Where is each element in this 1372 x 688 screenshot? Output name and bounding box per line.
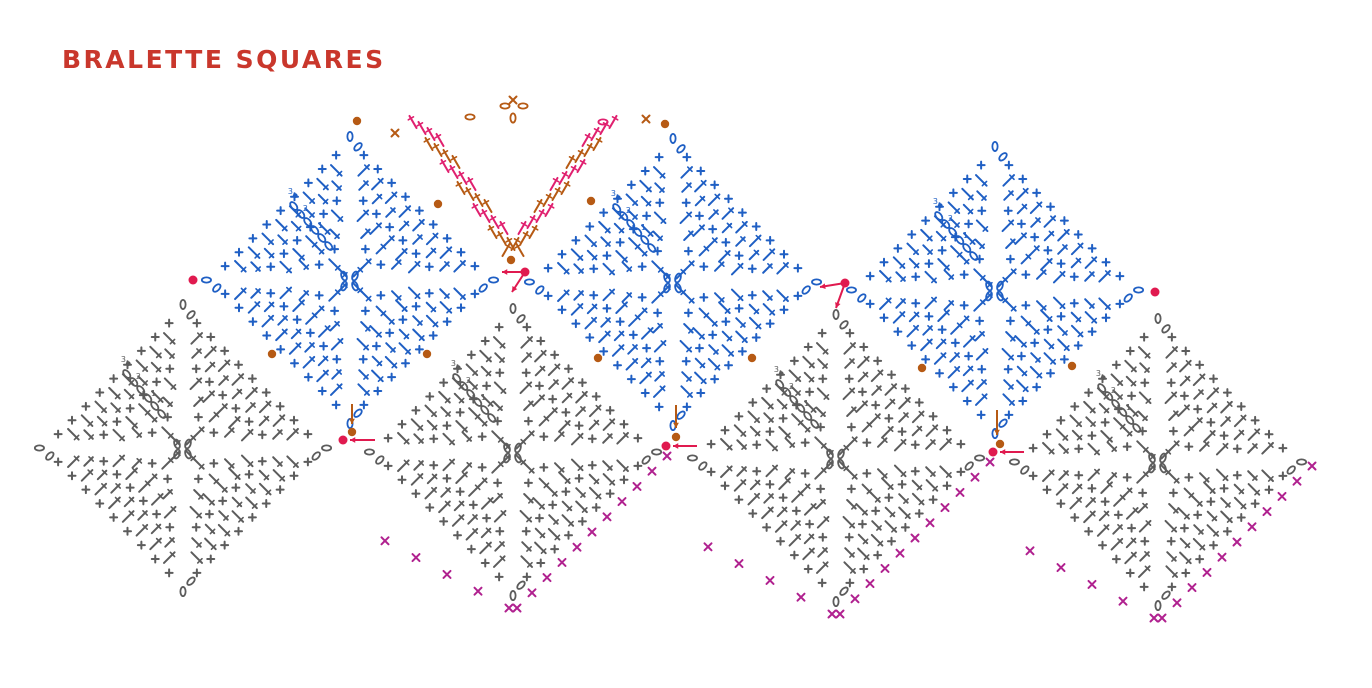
round-label: 3: [774, 365, 779, 374]
square-lower-2: 3 2 1: [686, 308, 986, 608]
round-label: 2: [136, 372, 141, 381]
round-label: 1: [1126, 403, 1131, 412]
round-label: 1: [318, 221, 323, 230]
page-title: BRALETTE SQUARES: [62, 45, 386, 74]
round-label: 3: [611, 189, 616, 198]
marker-arrows: [188, 267, 1160, 457]
round-label: 1: [963, 231, 968, 240]
join-dots: [267, 116, 1077, 449]
square-lower-0: 3 2 1: [33, 298, 333, 598]
round-label: 2: [466, 376, 471, 385]
round-label: 3: [933, 197, 938, 206]
round-label: 2: [789, 382, 794, 391]
edging-lower-3: [1025, 461, 1317, 623]
round-label: 1: [481, 393, 486, 402]
round-label: 2: [948, 214, 953, 223]
round-label: 1: [804, 399, 809, 408]
square-upper-2: 3 2 1: [845, 140, 1145, 440]
round-label: 1: [641, 223, 646, 232]
edging-lower-1: [380, 451, 672, 613]
round-label: 3: [121, 355, 126, 364]
round-label: 2: [626, 206, 631, 215]
round-label: 3: [288, 187, 293, 196]
top-fill: [390, 95, 651, 258]
round-label: 3: [451, 359, 456, 368]
square-upper-0: 3 2 1: [200, 130, 500, 430]
round-label: 2: [303, 204, 308, 213]
round-label: 3: [1096, 369, 1101, 378]
square-lower-1: 3 2 1: [363, 302, 663, 602]
square-lower-3: 3 2 1: [1008, 312, 1308, 612]
edging-lower-2: [703, 457, 995, 619]
round-label: 1: [151, 389, 156, 398]
round-label: 2: [1111, 386, 1116, 395]
square-upper-1: 3 2 1: [523, 132, 823, 432]
